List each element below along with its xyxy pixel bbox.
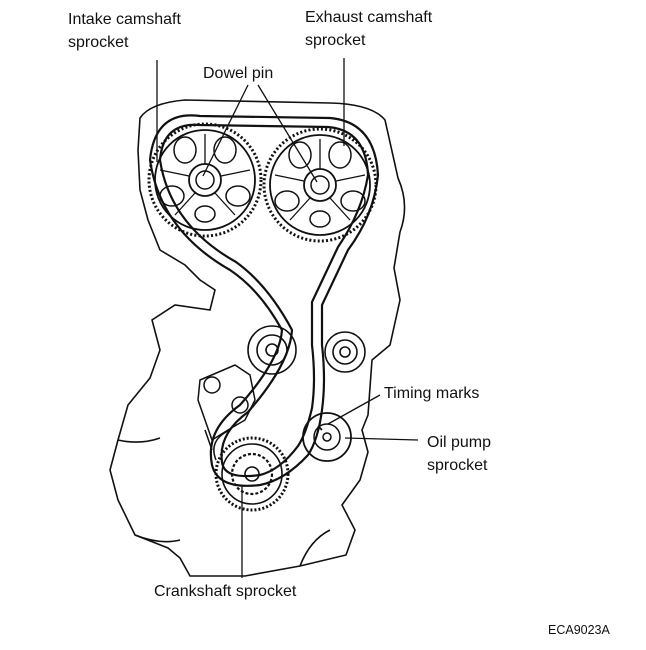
label-intake-line1: Intake camshaft [68,11,182,28]
label-crankshaft-sprocket: Crankshaft sprocket [154,583,297,600]
oil-pump-sprocket [302,412,352,462]
label-timing-marks: Timing marks [384,385,479,402]
leader-lines [156,58,419,578]
label-exhaust-line2: sprocket [305,32,366,49]
label-exhaust-line1: Exhaust camshaft [305,9,433,26]
timing-belt [148,114,380,487]
engine-block-outline [109,99,406,577]
label-oil-pump-line2: sprocket [427,457,488,474]
idler-pulley-left [247,325,297,375]
tensioner-bracket [197,364,256,451]
label-oil-pump-line1: Oil pump [427,434,491,451]
crankshaft-sprocket [213,429,290,512]
label-dowel-pin: Dowel pin [203,65,273,82]
label-intake-line2: sprocket [68,34,129,51]
figure-code: ECA9023A [548,623,611,637]
idler-pulley-right [324,331,366,373]
exhaust-camshaft-sprocket [262,127,378,243]
intake-camshaft-sprocket [147,122,263,238]
